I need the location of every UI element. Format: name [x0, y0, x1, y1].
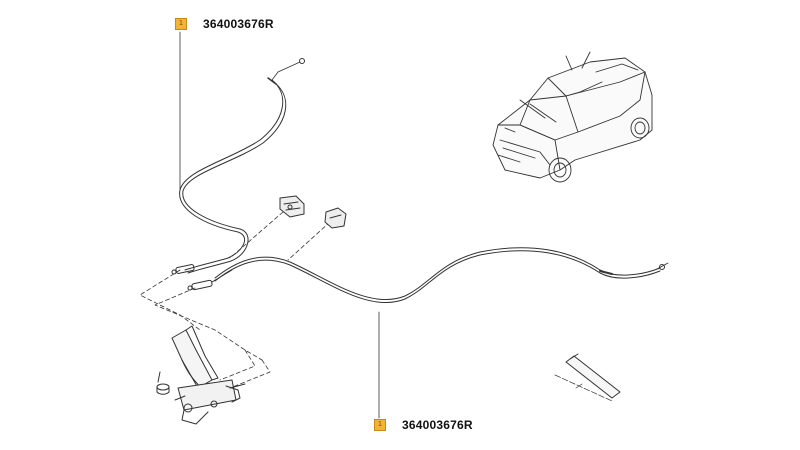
cable-end-fittings — [171, 264, 233, 291]
bolt — [156, 371, 170, 395]
assembly-dash-lines — [139, 211, 331, 389]
callout-badge-top: 1 — [175, 18, 187, 30]
part-callout-bottom: 1 364003676R — [374, 418, 473, 432]
clip-right — [324, 207, 347, 229]
vehicle-icon — [492, 51, 653, 183]
handbrake-lever — [171, 325, 246, 425]
part-number-bottom[interactable]: 364003676R — [402, 418, 473, 432]
callout-badge-bottom: 1 — [374, 419, 386, 431]
clip-left — [279, 195, 305, 218]
cable-tie — [554, 353, 621, 402]
cable-upper — [179, 58, 305, 274]
part-callout-top: 1 364003676R — [175, 17, 274, 31]
cable-lower — [214, 247, 669, 304]
part-number-top[interactable]: 364003676R — [203, 17, 274, 31]
